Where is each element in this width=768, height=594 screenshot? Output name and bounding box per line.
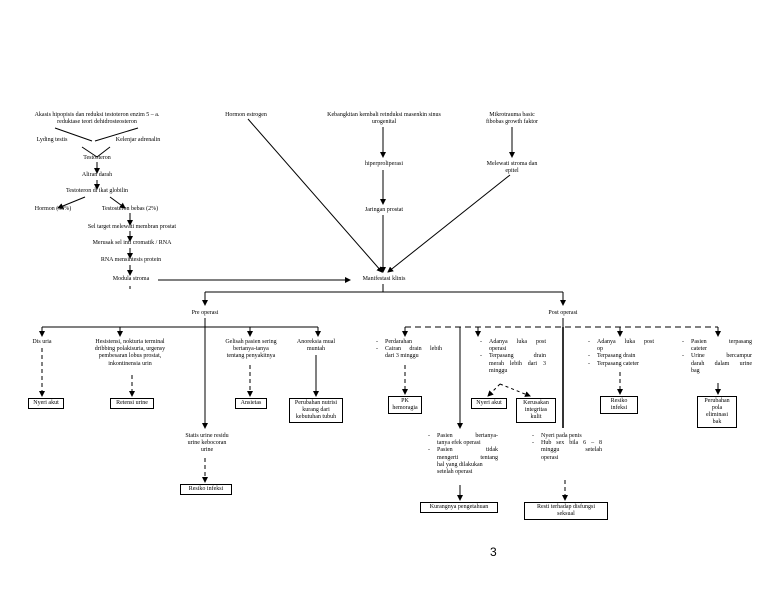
- page-number: 3: [490, 545, 497, 559]
- manifestasi-text: Manifestasi klinis: [362, 276, 406, 282]
- bebas2-text: Testosteron bebas (2%): [101, 206, 159, 212]
- post-list-pengetahuan: Pasien bertanya-tanya efek operasi Pasie…: [428, 433, 498, 476]
- post-operasi-title: Post operasi: [548, 310, 578, 316]
- ansietas-box: Ansietas: [235, 398, 267, 409]
- kurangnya-pengetahuan-box: Kurangnya pengetahuan: [420, 502, 498, 513]
- nyeri-akut-post-box: Nyeri akut: [471, 398, 507, 409]
- modula-text: Modula stroma: [112, 276, 150, 282]
- hormon-estrogen-text: Hormon estrogen: [225, 112, 267, 118]
- retensi-urine-box: Retensi urine: [110, 398, 154, 409]
- hormon98-text: Hormon (98%): [34, 206, 72, 212]
- akasis-text: Akasis hipopisis dan reduksi testoteron …: [34, 112, 160, 126]
- kelenjar-text: Kelenjar adrenalin: [115, 137, 161, 143]
- list-item: Terpasang cateter: [588, 361, 654, 368]
- kebangkitan-text: Kebangkitan kembali reinduksi masenkin s…: [327, 112, 441, 126]
- leydig-text: Lyding testis: [36, 137, 68, 143]
- rna-sintesis-text: RNA mensintesis protein: [100, 257, 162, 263]
- merusak-text: Merusak sel inti cromatik / RNA: [92, 240, 172, 246]
- list-item: Pasien bertanya-tanya efek operasi: [428, 433, 498, 447]
- dis-uria-text: Dis uria: [32, 339, 52, 345]
- list-item: Nyeri pada penis: [532, 433, 602, 440]
- nyeri-akut-pre-box: Nyeri akut: [28, 398, 64, 409]
- jaringan-text: Jaringan prostat: [364, 207, 404, 213]
- list-item: Terpasang drain: [588, 353, 654, 360]
- resiko-infeksi-pre-box: Resiko infeksi: [180, 484, 232, 495]
- sel-target-text: Sel target melewati membran prostat: [87, 224, 177, 230]
- aliran-text: Aliran darah: [81, 172, 113, 178]
- diikat-text: Testoteron di ikat globilin: [65, 188, 129, 194]
- list-item: Perdarahan: [376, 339, 442, 346]
- testosteron-text: Testosteron: [83, 155, 111, 161]
- pre-operasi-title: Pre operasi: [191, 310, 219, 316]
- hiperproliperasi-text: hiperproliperasi: [365, 161, 403, 167]
- post-list-seksual: Nyeri pada penis Hub sex bila 6 – 8mingg…: [532, 433, 602, 462]
